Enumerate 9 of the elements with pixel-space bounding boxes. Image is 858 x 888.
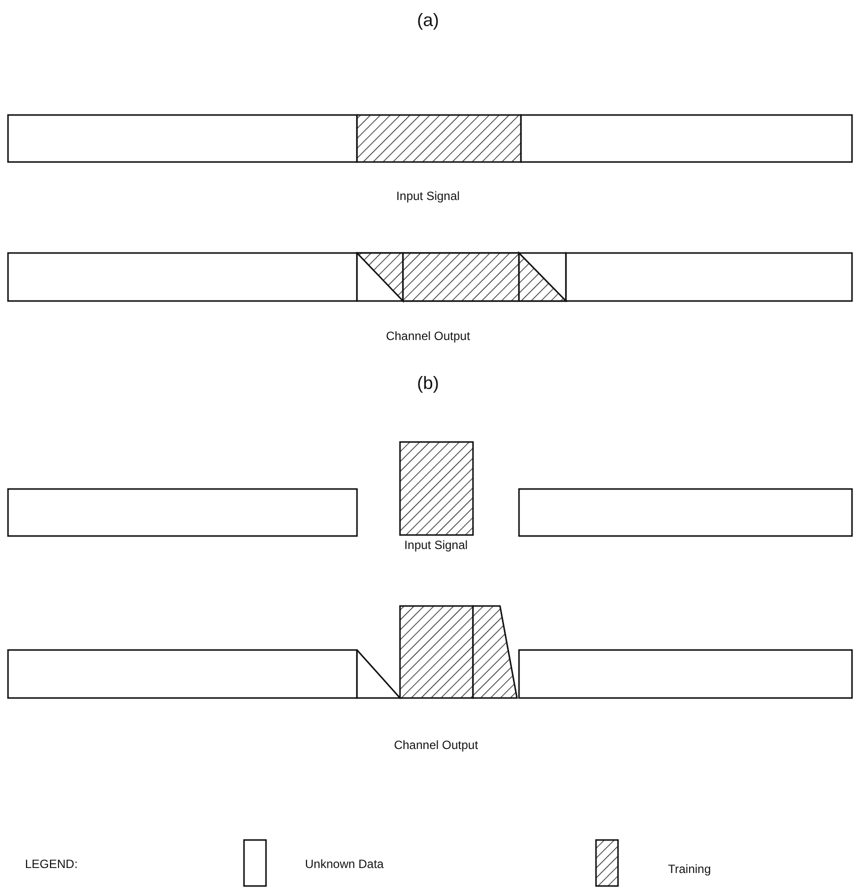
caption: LEGEND: [25,857,78,871]
panel-label: (a) [417,10,439,31]
panel-label: (b) [417,373,439,394]
legend-text: Training [668,862,711,876]
caption: Channel Output [386,329,470,343]
caption: Input Signal [404,538,468,552]
legend-text: Unknown Data [305,857,384,871]
caption: Input Signal [396,189,460,203]
caption: Channel Output [394,738,478,752]
